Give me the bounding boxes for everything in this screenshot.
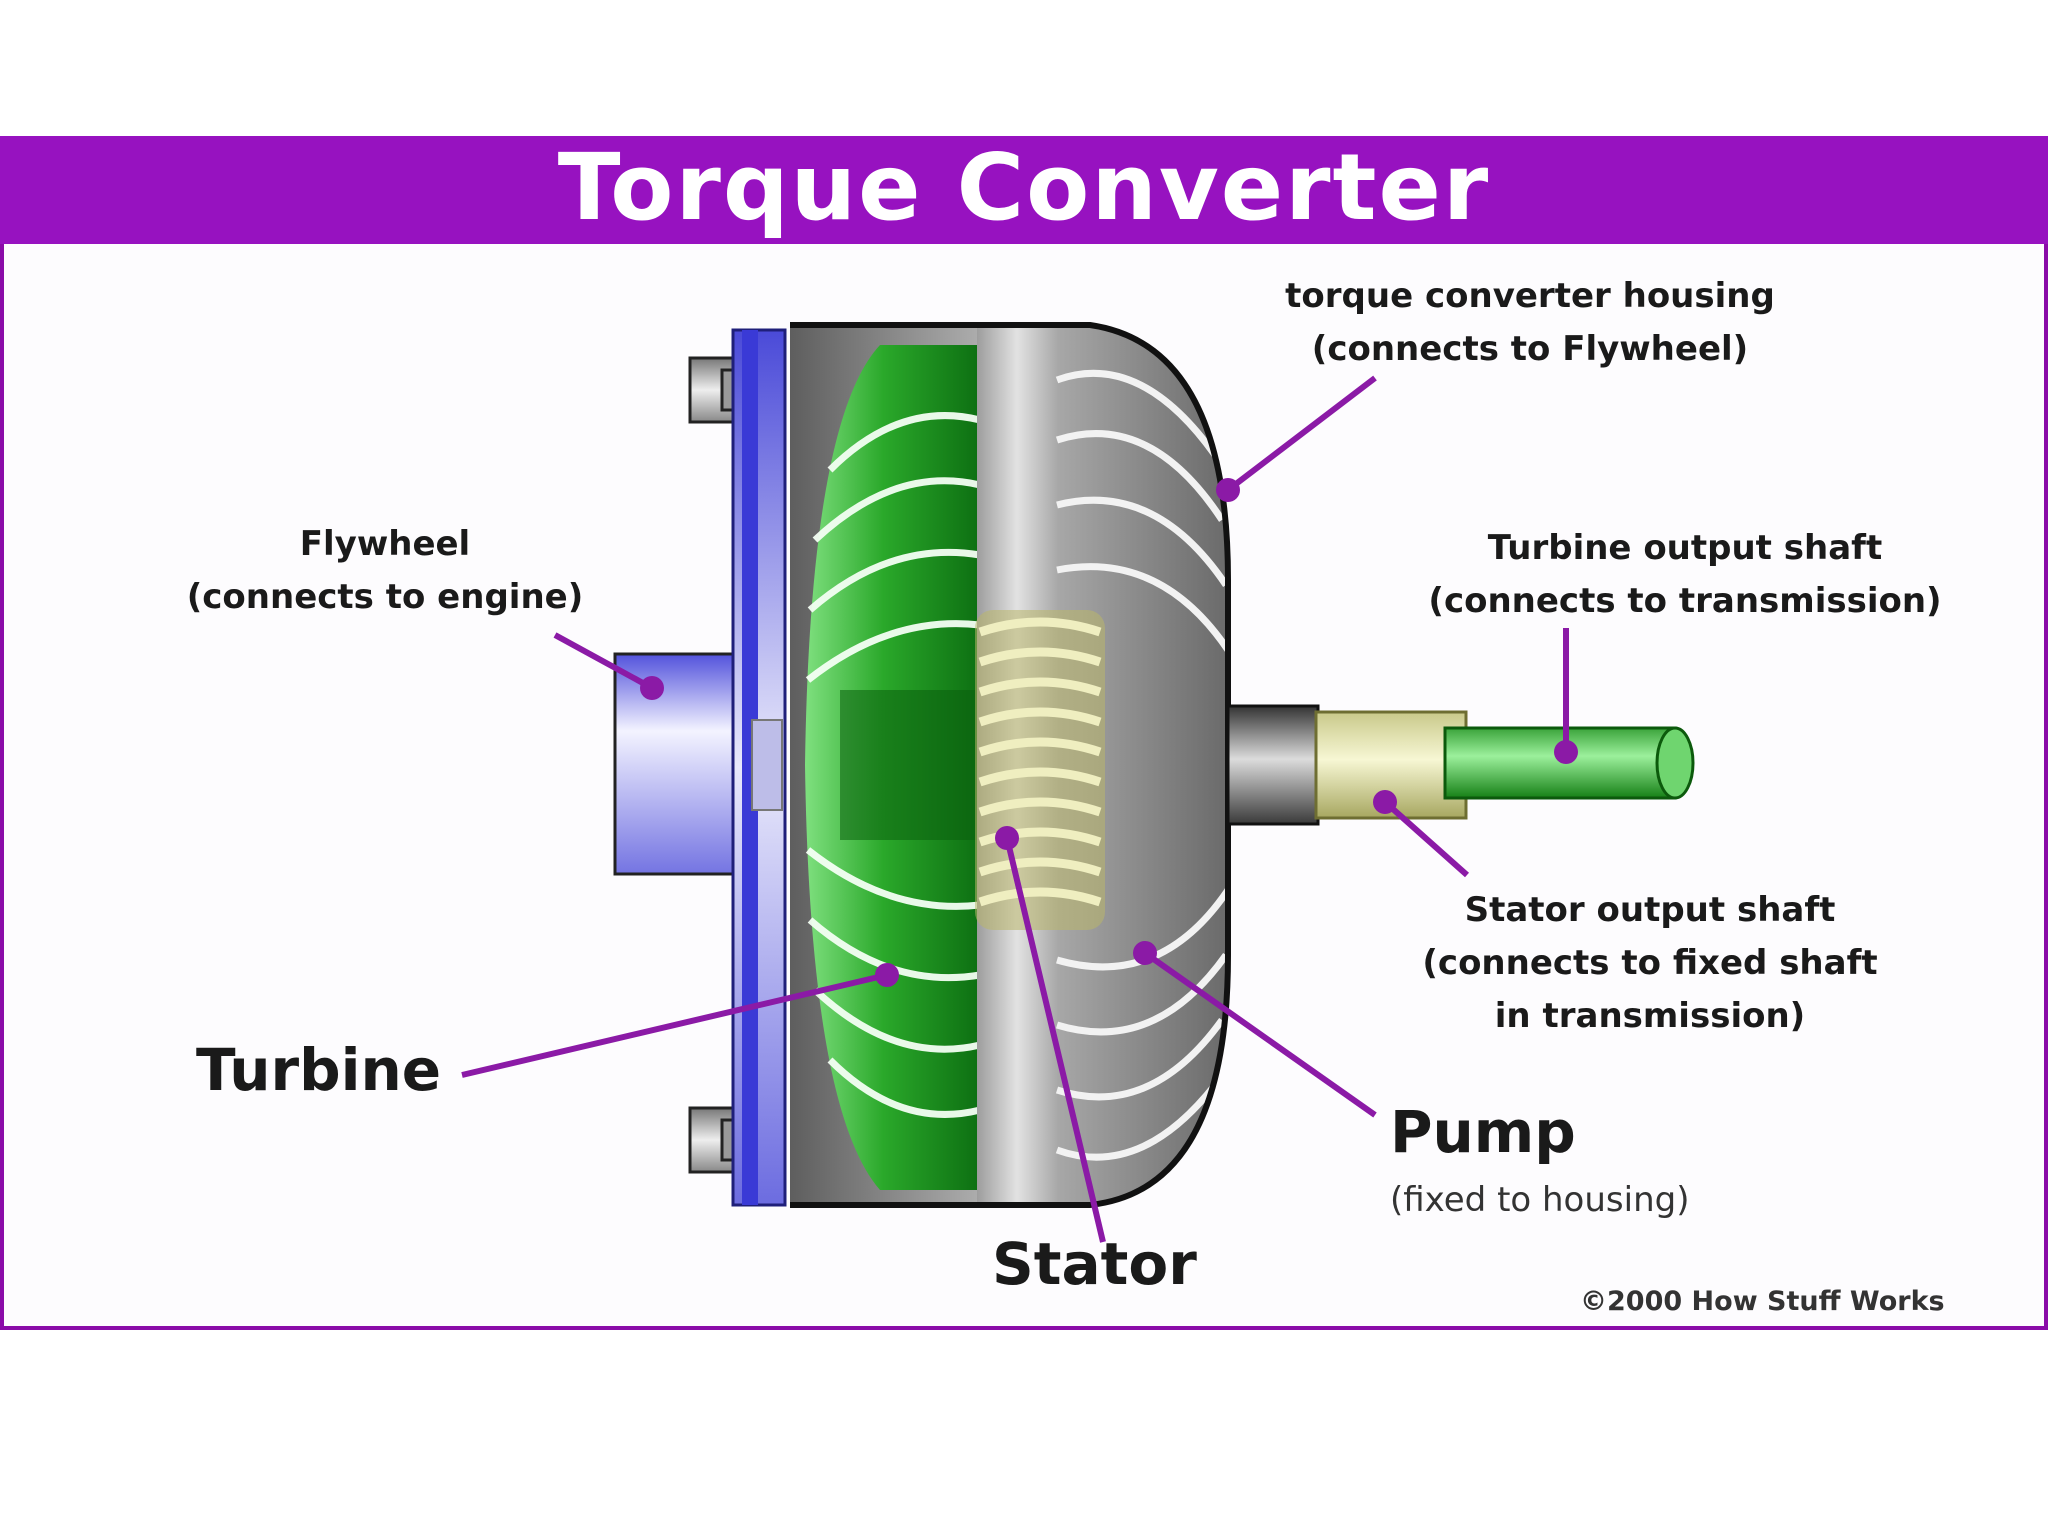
pump-sub-label: (fixed to housing) [1390,1180,1690,1220]
turbine-output-shaft [1443,726,1695,800]
pump-label: Pump [1390,1098,1576,1166]
stator-shaft-label-line1: Stator output shaft [1464,890,1836,930]
stator-coil [975,610,1105,930]
flywheel-label: Flywheel (connects to engine) [135,518,635,624]
copyright-notice: ©2000 How Stuff Works [1580,1286,1945,1317]
diagram-title: Torque Converter [557,134,1491,241]
leader-dots [640,478,1578,987]
leader-lines [461,375,1569,1243]
turbine-label: Turbine [196,1036,442,1104]
stator-label: Stator [992,1230,1197,1298]
turbine-shaft-label: Turbine output shaft (connects to transm… [1380,522,1990,628]
turbine-shaft-label-line2: (connects to transmission) [1428,581,1942,621]
turbine-shaft-label-line1: Turbine output shaft [1487,528,1883,568]
flywheel-label-line1: Flywheel [299,524,471,564]
stator-shaft-label-line3: in transmission) [1494,996,1806,1036]
flywheel-label-line2: (connects to engine) [186,577,584,617]
housing-label-line1: torque converter housing [1285,276,1775,316]
flywheel-hub [613,652,737,876]
housing-label-line2: (connects to Flywheel) [1311,329,1749,369]
converter-body [790,322,1231,1208]
housing-label: torque converter housing (connects to Fl… [1230,270,1830,376]
stator-shaft-label: Stator output shaft (connects to fixed s… [1370,884,1930,1043]
stator-shaft-label-line2: (connects to fixed shaft [1422,943,1878,983]
shaft-collar [1226,704,1320,826]
title-bar [0,136,2048,244]
